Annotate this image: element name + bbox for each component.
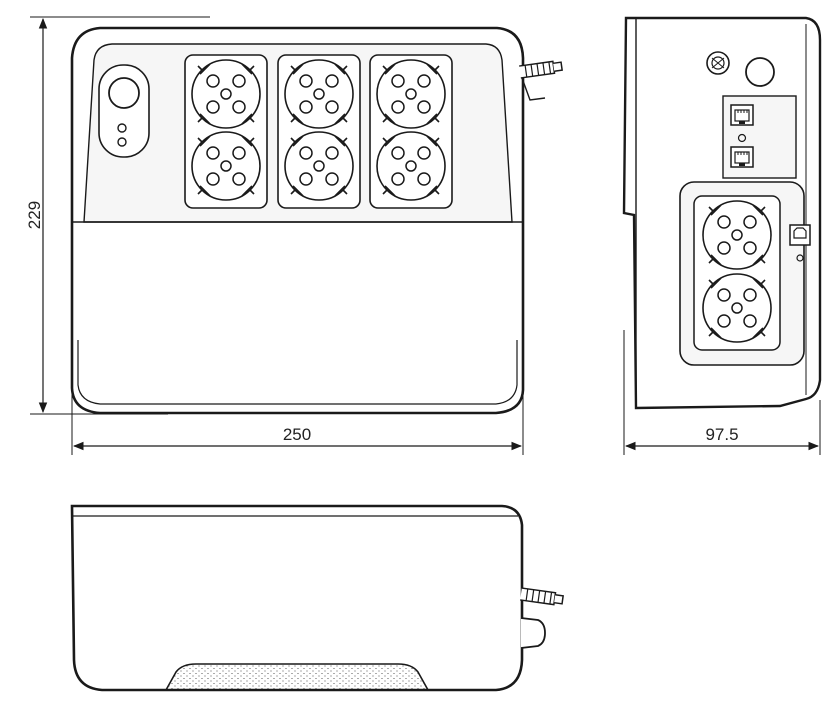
width-dimension: 250: [71, 330, 524, 455]
schuko-socket-icon: [376, 131, 446, 201]
vent-grille-icon: [164, 663, 430, 691]
height-label: 229: [25, 201, 44, 229]
power-cord-icon: [519, 587, 565, 607]
height-dimension: 229: [25, 16, 210, 415]
rj45-port-icon: [730, 104, 754, 126]
usb-b-port-icon: [789, 224, 811, 262]
schuko-socket-icon: [376, 59, 446, 129]
depth-label: 97.5: [705, 425, 738, 444]
fuse-icon: [706, 51, 730, 75]
side-view: [622, 16, 822, 410]
schuko-socket-icon: [284, 59, 354, 129]
top-body-outline: [70, 504, 524, 692]
schuko-socket-icon: [191, 131, 261, 201]
schuko-socket-icon: [702, 200, 772, 270]
depth-dimension: 97.5: [623, 330, 821, 455]
top-view: [70, 504, 565, 692]
schuko-socket-icon: [702, 273, 772, 343]
front-view: [70, 26, 564, 415]
indicator-led: [117, 137, 127, 147]
input-connector: [745, 57, 775, 87]
rj45-port-icon: [730, 146, 754, 168]
schuko-socket-icon: [191, 59, 261, 129]
input-connector: [520, 617, 546, 649]
indicator-led: [117, 123, 127, 133]
width-label: 250: [283, 425, 311, 444]
front-inner-edge: [77, 340, 518, 405]
power-cord-icon: [518, 59, 564, 79]
schuko-socket-icon: [284, 131, 354, 201]
power-button-icon: [108, 77, 140, 109]
